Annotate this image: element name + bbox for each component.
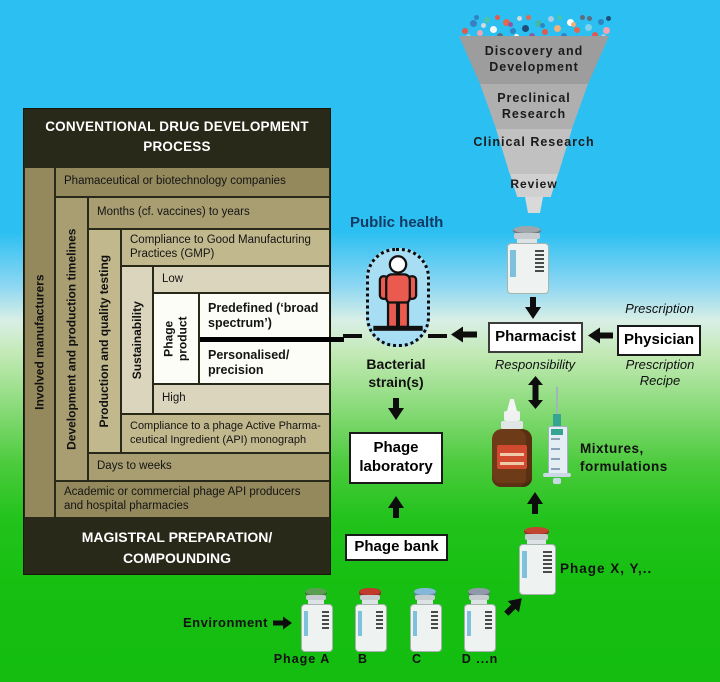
- prescription-label: Prescription: [625, 301, 694, 316]
- predefined-personalised-divider: [200, 337, 344, 342]
- row-days: Days to weeks: [89, 454, 329, 480]
- vial-phage-xy: [519, 527, 556, 595]
- public-health-label: Public health: [350, 214, 444, 231]
- bacterial-strains-label: Bacterial strain(s): [366, 356, 426, 391]
- physician-box: Physician: [617, 325, 701, 356]
- vial-phage-d: [464, 588, 496, 652]
- vial-label-c: C: [411, 652, 423, 666]
- syringe-icon: [543, 387, 571, 489]
- funnel-segment-clinical: [496, 129, 572, 174]
- funnel-label-clinical: Clinical Research: [473, 135, 595, 149]
- funnel-label-review: Review: [510, 177, 558, 191]
- dash-left: [343, 334, 362, 338]
- cell-predefined: Predefined (‘broad spectrum’): [200, 294, 329, 337]
- responsibility-label: Responsibility: [494, 357, 576, 372]
- nasal-spray-bottle-icon: [492, 399, 532, 489]
- arrow-pharmacist-to-patient: [451, 326, 477, 343]
- row-api-monograph: Compliance to a phage Active Pharma-ceut…: [122, 415, 329, 452]
- col-involved-manufacturers: Involved manufacturers: [25, 168, 54, 517]
- vial-cap: [512, 226, 542, 236]
- vial-phage-b: [355, 588, 387, 652]
- phage-xy-label: Phage X, Y,..: [560, 561, 653, 576]
- row-companies: Phamaceutical or biotechnology companies: [56, 168, 329, 196]
- person-icon: [373, 255, 423, 331]
- vial-phage-a: [301, 588, 333, 652]
- arrow-bacterial-to-laboratory: [387, 398, 405, 420]
- panel-top-title: CONVENTIONAL DRUG DEVELOPMENT PROCESS: [45, 119, 309, 155]
- phage-bank-box: Phage bank: [345, 534, 448, 561]
- right-arrow-icon: [272, 616, 292, 630]
- arrow-vial-to-pharmacist: [524, 297, 542, 319]
- funnel-spout: [525, 197, 543, 213]
- col-development-timelines: Development and production timelines: [56, 198, 87, 480]
- drug-vial-icon: [507, 226, 549, 294]
- environment-label: Environment: [183, 615, 292, 630]
- cell-personalised: Personalised/ precision: [200, 342, 329, 383]
- vial-phage-c: [410, 588, 442, 652]
- mixtures-label: Mixtures, formulations: [580, 441, 668, 475]
- arrow-bank-to-laboratory: [387, 496, 405, 518]
- row-gmp: Compliance to Good Manufacturing Practic…: [122, 230, 329, 265]
- funnel-label-preclinical: Preclinical Research: [497, 91, 571, 121]
- vial-label-a: Phage A: [273, 652, 331, 666]
- pharmacist-box: Pharmacist: [488, 322, 583, 353]
- phage-laboratory-box: Phage laboratory: [349, 432, 443, 484]
- arrow-physician-to-pharmacist: [588, 327, 613, 344]
- row-months: Months (cf. vaccines) to years: [89, 198, 329, 228]
- row-academic: Academic or commercial phage API produce…: [56, 482, 329, 517]
- funnel-label-discovery: Discovery and Development: [484, 44, 584, 74]
- vial-label-d: D ...n: [461, 652, 499, 666]
- funnel-segment-review: [510, 174, 558, 197]
- row-high: High: [154, 385, 329, 413]
- prescription-recipe-label: Prescription Recipe: [625, 357, 695, 389]
- dash-right: [428, 334, 447, 338]
- patient-capsule: [366, 248, 430, 347]
- col-sustainability: Sustainability: [122, 267, 152, 413]
- col-production-quality-testing: Production and quality testing: [89, 230, 120, 452]
- funnel-segment-discovery: [459, 36, 609, 84]
- panel-bottom-title: MAGISTRAL PREPARATION/ COMPOUNDING: [81, 529, 273, 566]
- arrow-pharmacist-mixtures-bidirectional: [527, 376, 544, 409]
- row-low: Low: [154, 267, 329, 292]
- vial-label-b: B: [357, 652, 369, 666]
- funnel-segment-preclinical: [480, 84, 588, 129]
- col-phage-product: Phage product: [154, 294, 198, 383]
- arrow-vials-to-phagexy: [500, 592, 528, 620]
- arrow-phagexy-to-mixtures: [526, 492, 544, 514]
